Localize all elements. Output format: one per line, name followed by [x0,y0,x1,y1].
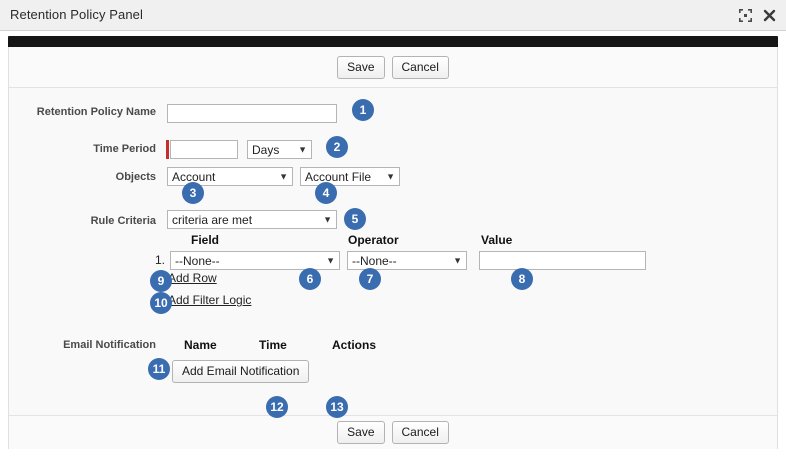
annotation-badge-5: 5 [344,208,366,230]
rule-criteria-value: criteria are met [172,212,253,227]
time-period-input[interactable] [170,140,238,159]
criteria-col-value: Value [481,233,513,247]
annotation-badge-12: 12 [266,396,288,418]
criteria-field-select[interactable]: --None-- ▼ [170,251,340,270]
objects-secondary-select[interactable]: Account File ▼ [300,167,400,186]
annotation-badge-9: 9 [150,270,172,292]
chevron-down-icon: ▼ [323,214,332,224]
time-period-unit-select[interactable]: Days ▼ [247,140,312,159]
bottom-action-bar: Save Cancel [9,415,777,449]
criteria-operator-select[interactable]: --None-- ▼ [347,251,467,270]
panel-body [8,36,778,449]
email-col-actions: Actions [332,338,377,352]
retention-policy-name-label: Retention Policy Name [36,106,156,118]
criteria-col-operator: Operator [348,233,399,247]
required-indicator [166,140,169,159]
add-row-link[interactable]: Add Row [168,271,217,285]
criteria-field-value: --None-- [175,253,220,268]
objects-primary-value: Account [172,169,216,184]
add-filter-logic-link[interactable]: Add Filter Logic [168,293,252,307]
close-icon[interactable] [759,5,779,25]
annotation-badge-11: 11 [148,358,170,380]
chevron-down-icon: ▼ [386,171,395,181]
chevron-down-icon: ▼ [326,255,335,265]
email-notification-label: Email Notification [63,339,156,351]
top-cancel-button[interactable]: Cancel [391,55,449,79]
objects-primary-select[interactable]: Account ▼ [167,167,293,186]
annotation-badge-13: 13 [326,396,348,418]
annotation-badge-10: 10 [150,292,172,314]
criteria-value-input[interactable] [479,251,646,270]
annotation-badge-2: 2 [326,136,348,158]
annotation-badge-4: 4 [315,182,337,204]
chevron-down-icon: ▼ [453,255,462,265]
window-title-bar: Retention Policy Panel [0,0,786,31]
criteria-row-number: 1. [155,253,166,267]
top-save-button[interactable]: Save [337,55,385,79]
email-col-time: Time [259,338,287,352]
annotation-badge-3: 3 [182,182,204,204]
window-controls [735,5,779,25]
expand-icon[interactable] [735,5,755,25]
rule-criteria-label: Rule Criteria [90,215,156,227]
annotation-badge-1: 1 [352,99,374,121]
objects-label: Objects [115,171,156,183]
time-period-unit-value: Days [252,142,280,157]
rule-criteria-select[interactable]: criteria are met ▼ [167,210,337,229]
annotation-badge-8: 8 [511,268,533,290]
window-title: Retention Policy Panel [10,7,143,22]
email-col-name: Name [184,338,217,352]
objects-secondary-value: Account File [305,169,372,184]
criteria-operator-value: --None-- [352,253,397,268]
retention-policy-name-input[interactable] [167,104,337,123]
criteria-col-field: Field [191,233,220,247]
chevron-down-icon: ▼ [279,171,288,181]
bottom-save-button[interactable]: Save [337,421,385,444]
annotation-badge-6: 6 [299,268,321,290]
annotation-badge-7: 7 [359,268,381,290]
add-email-notification-button[interactable]: Add Email Notification [172,360,310,383]
bottom-cancel-button[interactable]: Cancel [391,421,449,444]
top-action-bar: Save Cancel [9,47,777,88]
chevron-down-icon: ▼ [298,144,307,154]
time-period-label: Time Period [93,143,156,155]
panel-top-black-bar [8,36,778,47]
